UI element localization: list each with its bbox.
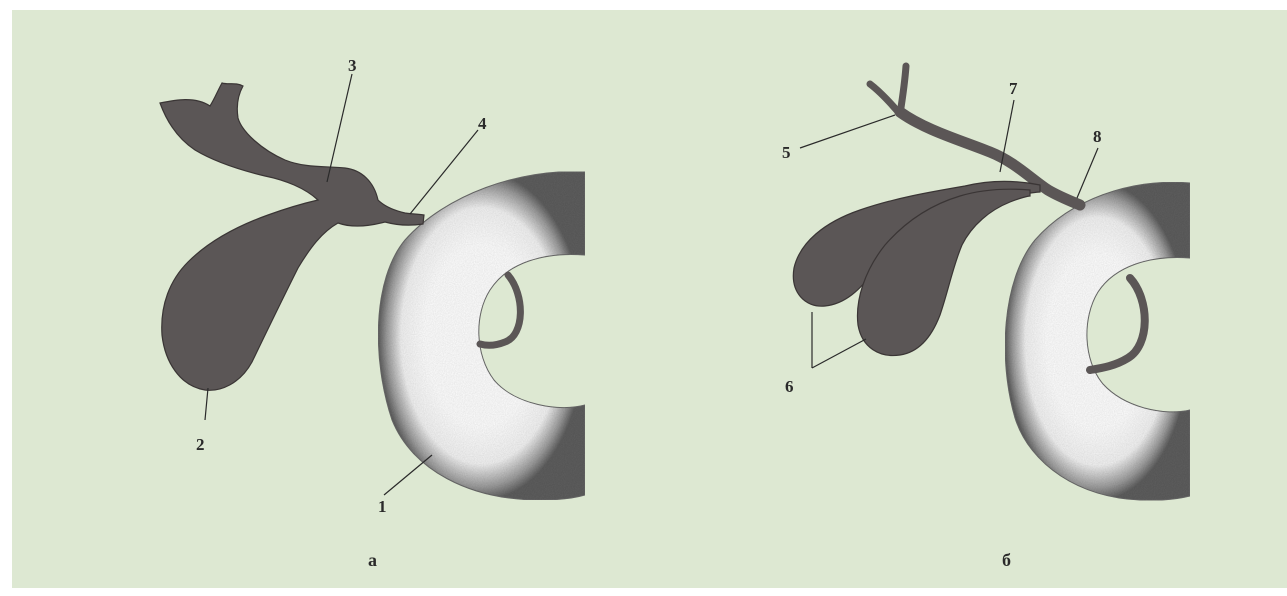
callout-6: 6 xyxy=(785,377,794,396)
callout-7: 7 xyxy=(1009,79,1018,98)
callout-2: 2 xyxy=(196,435,205,454)
callout-4: 4 xyxy=(478,114,487,133)
callout-3: 3 xyxy=(348,56,357,75)
callout-1: 1 xyxy=(378,497,387,516)
callout-8: 8 xyxy=(1093,127,1102,146)
callout-5: 5 xyxy=(782,143,791,162)
panel-a-label: а xyxy=(368,550,377,570)
panel-b-label: б xyxy=(1002,550,1011,570)
